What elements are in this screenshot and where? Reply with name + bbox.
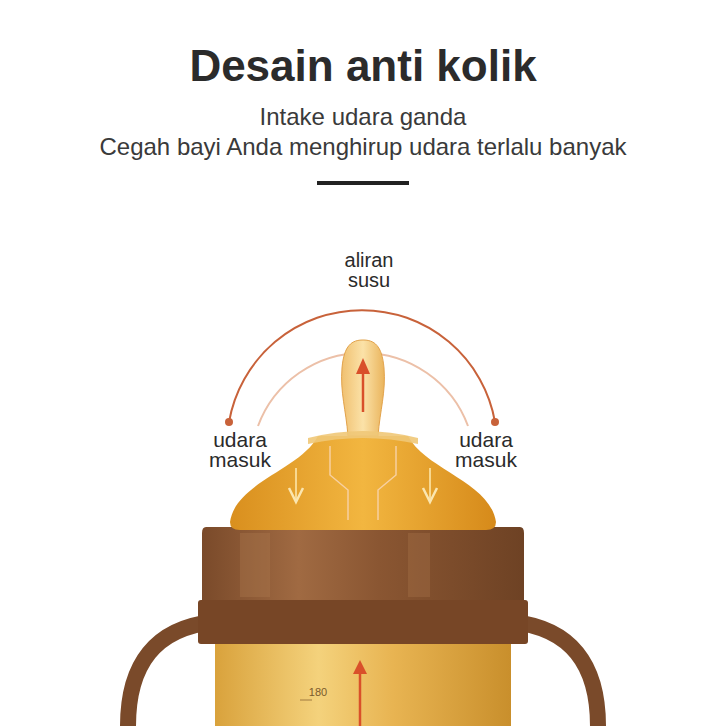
scale-mark: 180: [298, 686, 338, 699]
subtitle: Cegah bayi Anda menghirup udara terlalu …: [13, 132, 713, 162]
subtitle: Intake udara ganda: [43, 102, 683, 132]
air-label: udara masuk: [446, 430, 526, 470]
arc-dot: [491, 418, 499, 426]
bottle-body: [215, 640, 511, 726]
air-label: udara masuk: [200, 430, 280, 470]
arc-dot: [225, 418, 233, 426]
teat: [342, 340, 385, 436]
divider-bar: [317, 181, 409, 185]
collar: [202, 527, 524, 600]
collar-band: [198, 600, 528, 644]
title: Desain anti kolik: [63, 40, 663, 92]
flow-label: aliran susu: [329, 250, 409, 290]
